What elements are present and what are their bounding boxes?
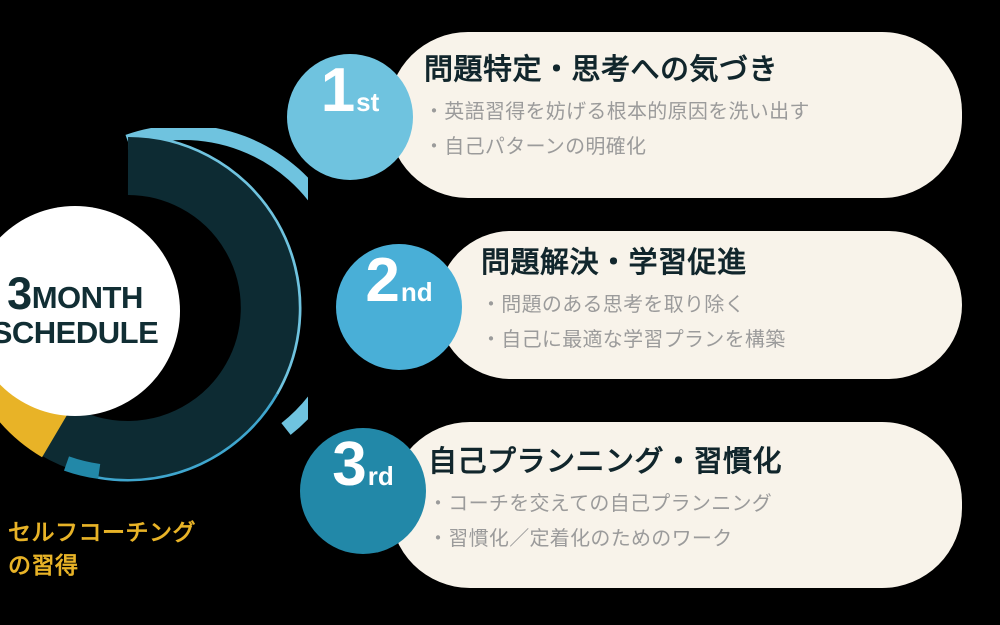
step-card-1-title: 問題特定・思考への気づき	[424, 54, 779, 86]
step-card-3-bullets: ・コーチを交えての自己プランニング ・習慣化／定着化のためのワーク	[428, 487, 782, 556]
list-item: ・習慣化／定着化のためのワーク	[428, 527, 733, 550]
list-item: ・自己パターンの明確化	[424, 135, 647, 158]
donut-label-line-2: SCHEDULE	[0, 315, 159, 351]
step-card-2-bullets: ・問題のある思考を取り除く ・自己に最適な学習プランを構築	[481, 288, 786, 357]
donut-chart: 3MONTH SCHEDULE	[0, 128, 308, 488]
step-card-3: 自己プランニング・習慣化 ・コーチを交えての自己プランニング ・習慣化／定着化の…	[390, 422, 962, 588]
step-card-2-body: 問題解決・学習促進 ・問題のある思考を取り除く ・自己に最適な学習プランを構築	[481, 245, 786, 357]
donut-center-label: 3MONTH SCHEDULE	[0, 206, 180, 416]
donut-rings	[0, 128, 308, 482]
list-item: ・コーチを交えての自己プランニング	[428, 493, 773, 516]
step-card-2-title: 問題解決・学習促進	[481, 247, 747, 279]
donut-seg-navy	[0, 137, 299, 479]
donut-month-count: 3	[7, 268, 32, 320]
donut-seg-teal-thin	[63, 456, 101, 479]
step-badge-1-suffix: st	[356, 87, 380, 117]
step-badge-2-number: 2	[365, 246, 399, 315]
step-badge-3-suffix: rd	[367, 461, 394, 491]
step-card-1: 問題特定・思考への気づき ・英語習得を妨げる根本的原因を洗い出す ・自己パターン…	[388, 32, 962, 198]
caption-line-2: の習得	[8, 552, 79, 579]
list-item: ・英語習得を妨げる根本的原因を洗い出す	[424, 101, 810, 124]
step-card-3-body: 自己プランニング・習慣化 ・コーチを交えての自己プランニング ・習慣化／定着化の…	[428, 444, 782, 556]
step-badge-2-suffix: nd	[400, 277, 433, 307]
step-badge-3-number: 3	[332, 430, 366, 499]
step-badge-1-number: 1	[320, 56, 355, 125]
list-item: ・問題のある思考を取り除く	[481, 294, 745, 317]
donut-caption: セルフコーチング の習得	[8, 516, 248, 583]
step-card-1-body: 問題特定・思考への気づき ・英語習得を妨げる根本的原因を洗い出す ・自己パターン…	[424, 52, 810, 164]
donut-month-word: MONTH	[31, 280, 144, 316]
step-card-2: 問題解決・学習促進 ・問題のある思考を取り除く ・自己に最適な学習プランを構築	[437, 231, 962, 379]
list-item: ・自己に最適な学習プランを構築	[481, 328, 786, 351]
caption-line-1: セルフコーチング	[8, 519, 196, 545]
step-card-1-bullets: ・英語習得を妨げる根本的原因を洗い出す ・自己パターンの明確化	[424, 95, 810, 164]
donut-label-line-1: 3MONTH	[7, 271, 143, 316]
donut-outer-light-segment	[125, 128, 308, 435]
step-card-3-title: 自己プランニング・習慣化	[428, 446, 783, 478]
